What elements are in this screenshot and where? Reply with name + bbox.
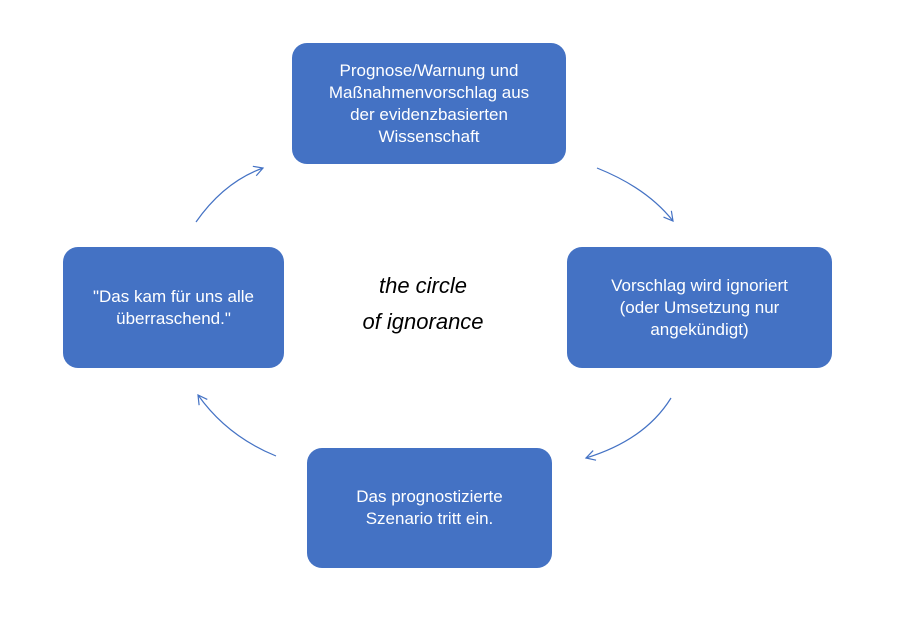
step-line: überraschend." <box>116 308 231 328</box>
center-title-line: of ignorance <box>362 309 484 334</box>
arrow-bottom-to-left <box>197 393 277 457</box>
step-box-surprise-quote: "Das kam für uns alle überraschend." <box>63 247 284 368</box>
step-text: Prognose/Warnung und Maßnahmenvorschlag … <box>329 60 529 148</box>
step-line: "Das kam für uns alle <box>93 286 254 306</box>
step-box-scenario-occurs: Das prognostizierte Szenario tritt ein. <box>307 448 552 568</box>
arrow-top-to-right <box>596 167 674 222</box>
step-text: "Das kam für uns alle überraschend." <box>93 286 254 330</box>
step-line: Maßnahmenvorschlag aus <box>328 82 530 102</box>
arrow-right-to-bottom <box>584 397 672 461</box>
step-box-proposal-ignored: Vorschlag wird ignoriert (oder Umsetzung… <box>567 247 832 368</box>
arrow-left-to-top <box>195 165 265 223</box>
step-line: Prognose/Warnung und <box>339 60 519 80</box>
step-line: Szenario tritt ein. <box>365 509 494 528</box>
step-box-forecast-warning: Prognose/Warnung und Maßnahmenvorschlag … <box>292 43 566 164</box>
step-text: Das prognostizierte Szenario tritt ein. <box>356 486 502 530</box>
step-text: Vorschlag wird ignoriert (oder Umsetzung… <box>611 275 788 341</box>
center-title: the circle of ignorance <box>323 268 523 340</box>
step-line: der evidenzbasierten <box>350 104 508 124</box>
step-line: (oder Umsetzung nur <box>619 297 780 317</box>
center-title-line: the circle <box>378 273 468 298</box>
step-line: Vorschlag wird ignoriert <box>611 275 788 295</box>
step-line: angekündigt) <box>650 319 749 339</box>
step-line: Wissenschaft <box>378 126 480 146</box>
step-line: Das prognostizierte <box>356 487 503 506</box>
